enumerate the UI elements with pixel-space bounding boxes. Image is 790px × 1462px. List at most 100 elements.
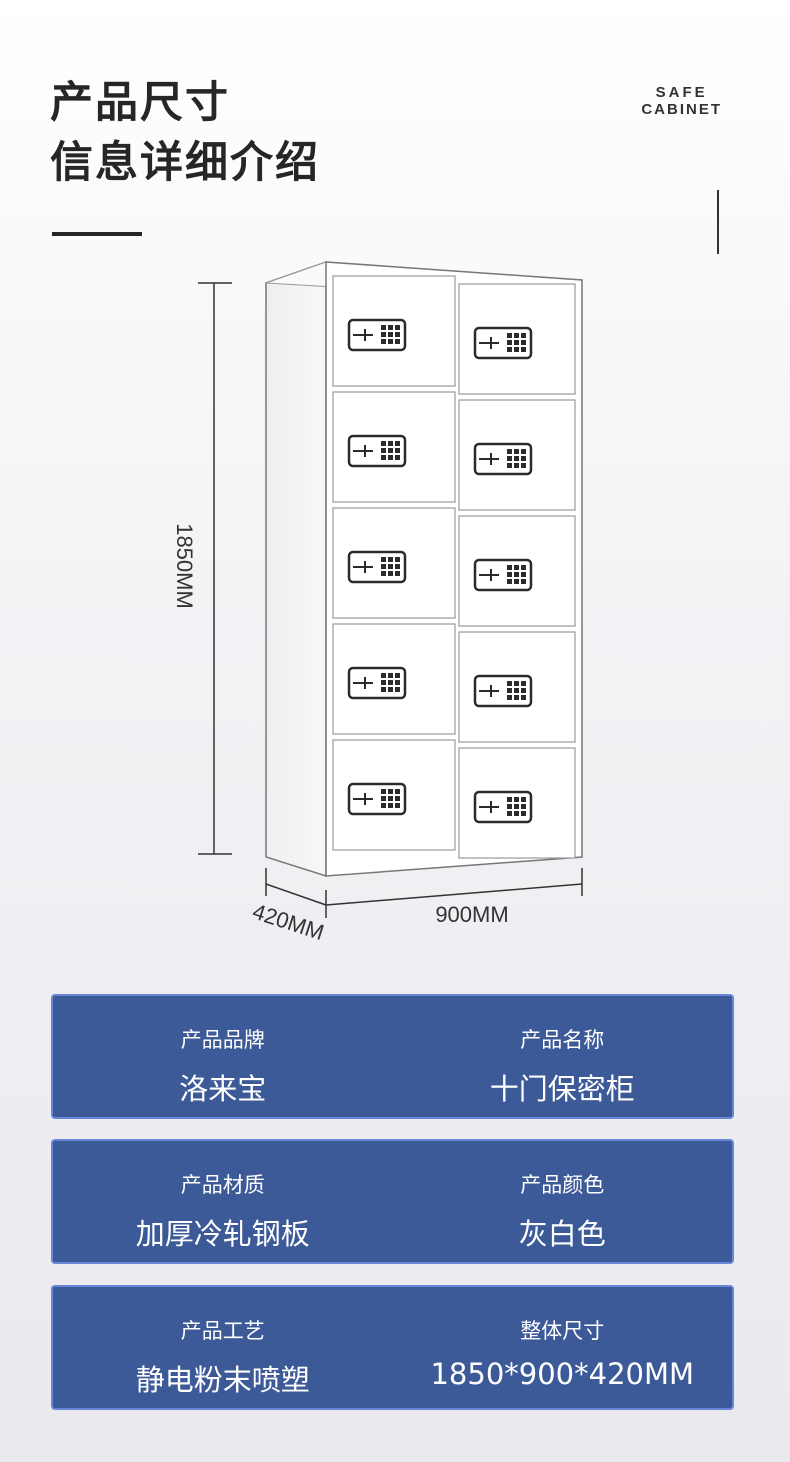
keypad-button-icon — [507, 811, 512, 816]
keypad-button-icon — [395, 673, 400, 678]
keypad-button-icon — [395, 571, 400, 576]
keypad-button-icon — [388, 564, 393, 569]
keypad-button-icon — [521, 463, 526, 468]
lock-handle-icon — [353, 793, 373, 805]
lock-handle-icon — [479, 337, 499, 349]
keypad-button-icon — [388, 339, 393, 344]
spec-value: 洛来宝 — [179, 1072, 267, 1106]
width-dimension-label: 900MM — [435, 902, 508, 927]
keypad-button-icon — [395, 557, 400, 562]
keypad-button-icon — [381, 673, 386, 678]
spec-card-process-size: 产品工艺 静电粉末喷塑 整体尺寸 1850*900*420MM — [51, 1285, 734, 1410]
keypad-button-icon — [381, 687, 386, 692]
keypad-button-icon — [388, 796, 393, 801]
keypad-button-icon — [507, 456, 512, 461]
keypad-button-icon — [388, 332, 393, 337]
keypad-button-icon — [388, 673, 393, 678]
keypad-button-icon — [521, 695, 526, 700]
keypad-button-icon — [388, 687, 393, 692]
logo-line-safe: SAFE — [655, 84, 708, 101]
spec-label: 产品材质 — [180, 1173, 265, 1197]
keypad-button-icon — [514, 333, 519, 338]
keypad-button-icon — [514, 811, 519, 816]
keypad-button-icon — [381, 332, 386, 337]
spec-cell-product-name: 产品名称 十门保密柜 — [393, 996, 733, 1117]
keypad-button-icon — [395, 687, 400, 692]
keypad-button-icon — [381, 796, 386, 801]
keypad-button-icon — [521, 579, 526, 584]
keypad-button-icon — [388, 571, 393, 576]
keypad-button-icon — [514, 681, 519, 686]
keypad-button-icon — [507, 347, 512, 352]
keypad-button-icon — [514, 456, 519, 461]
lock-handle-icon — [353, 445, 373, 457]
keypad-button-icon — [381, 803, 386, 808]
spec-card-material-color: 产品材质 加厚冷轧钢板 产品颜色 灰白色 — [51, 1139, 734, 1264]
keypad-button-icon — [521, 449, 526, 454]
spec-value: 十门保密柜 — [489, 1072, 635, 1106]
keypad-button-icon — [388, 455, 393, 460]
lock-handle-icon — [353, 329, 373, 341]
keypad-button-icon — [521, 565, 526, 570]
keypad-button-icon — [388, 325, 393, 330]
spec-label: 产品工艺 — [180, 1319, 265, 1343]
keypad-button-icon — [388, 557, 393, 562]
spec-cell-process: 产品工艺 静电粉末喷塑 — [53, 1287, 393, 1408]
keypad-button-icon — [381, 448, 386, 453]
cabinet-doors — [332, 275, 576, 859]
keypad-button-icon — [521, 688, 526, 693]
keypad-button-icon — [381, 557, 386, 562]
keypad-button-icon — [514, 579, 519, 584]
keypad-button-icon — [521, 333, 526, 338]
title-underline — [52, 232, 142, 236]
brand-logo: SAFE CABINET — [641, 84, 722, 118]
keypad-button-icon — [395, 796, 400, 801]
keypad-button-icon — [381, 680, 386, 685]
keypad-button-icon — [507, 695, 512, 700]
keypad-button-icon — [395, 789, 400, 794]
keypad-button-icon — [507, 572, 512, 577]
page-subtitle: 信息详细介绍 — [50, 138, 320, 188]
keypad-button-icon — [507, 449, 512, 454]
lock-handle-icon — [479, 453, 499, 465]
spec-label: 整体尺寸 — [520, 1319, 605, 1343]
keypad-button-icon — [507, 333, 512, 338]
keypad-button-icon — [381, 441, 386, 446]
spec-cell-color: 产品颜色 灰白色 — [393, 1141, 733, 1262]
keypad-button-icon — [507, 565, 512, 570]
width-dimension-line — [325, 883, 583, 906]
spec-value: 静电粉末喷塑 — [135, 1363, 310, 1397]
keypad-button-icon — [388, 441, 393, 446]
keypad-button-icon — [514, 572, 519, 577]
keypad-button-icon — [507, 688, 512, 693]
lock-handle-icon — [479, 801, 499, 813]
keypad-button-icon — [514, 340, 519, 345]
keypad-button-icon — [521, 811, 526, 816]
keypad-button-icon — [521, 572, 526, 577]
lock-handle-icon — [353, 561, 373, 573]
spec-card-brand-name: 产品品牌 洛来宝 产品名称 十门保密柜 — [51, 994, 734, 1119]
keypad-button-icon — [381, 339, 386, 344]
keypad-button-icon — [507, 579, 512, 584]
spec-cell-material: 产品材质 加厚冷轧钢板 — [53, 1141, 393, 1262]
keypad-button-icon — [521, 456, 526, 461]
keypad-button-icon — [395, 455, 400, 460]
keypad-button-icon — [381, 325, 386, 330]
lock-handle-icon — [479, 685, 499, 697]
keypad-button-icon — [521, 347, 526, 352]
keypad-button-icon — [521, 797, 526, 802]
keypad-button-icon — [507, 463, 512, 468]
decorative-vertical-rule — [717, 190, 719, 254]
lock-handle-icon — [353, 677, 373, 689]
keypad-button-icon — [395, 339, 400, 344]
keypad-button-icon — [514, 565, 519, 570]
spec-value: 加厚冷轧钢板 — [135, 1217, 310, 1251]
keypad-button-icon — [507, 804, 512, 809]
spec-cell-overall-size: 整体尺寸 1850*900*420MM — [393, 1287, 733, 1408]
keypad-button-icon — [514, 804, 519, 809]
keypad-button-icon — [381, 571, 386, 576]
spec-label: 产品名称 — [520, 1028, 605, 1052]
keypad-button-icon — [395, 448, 400, 453]
keypad-button-icon — [507, 797, 512, 802]
keypad-button-icon — [388, 789, 393, 794]
